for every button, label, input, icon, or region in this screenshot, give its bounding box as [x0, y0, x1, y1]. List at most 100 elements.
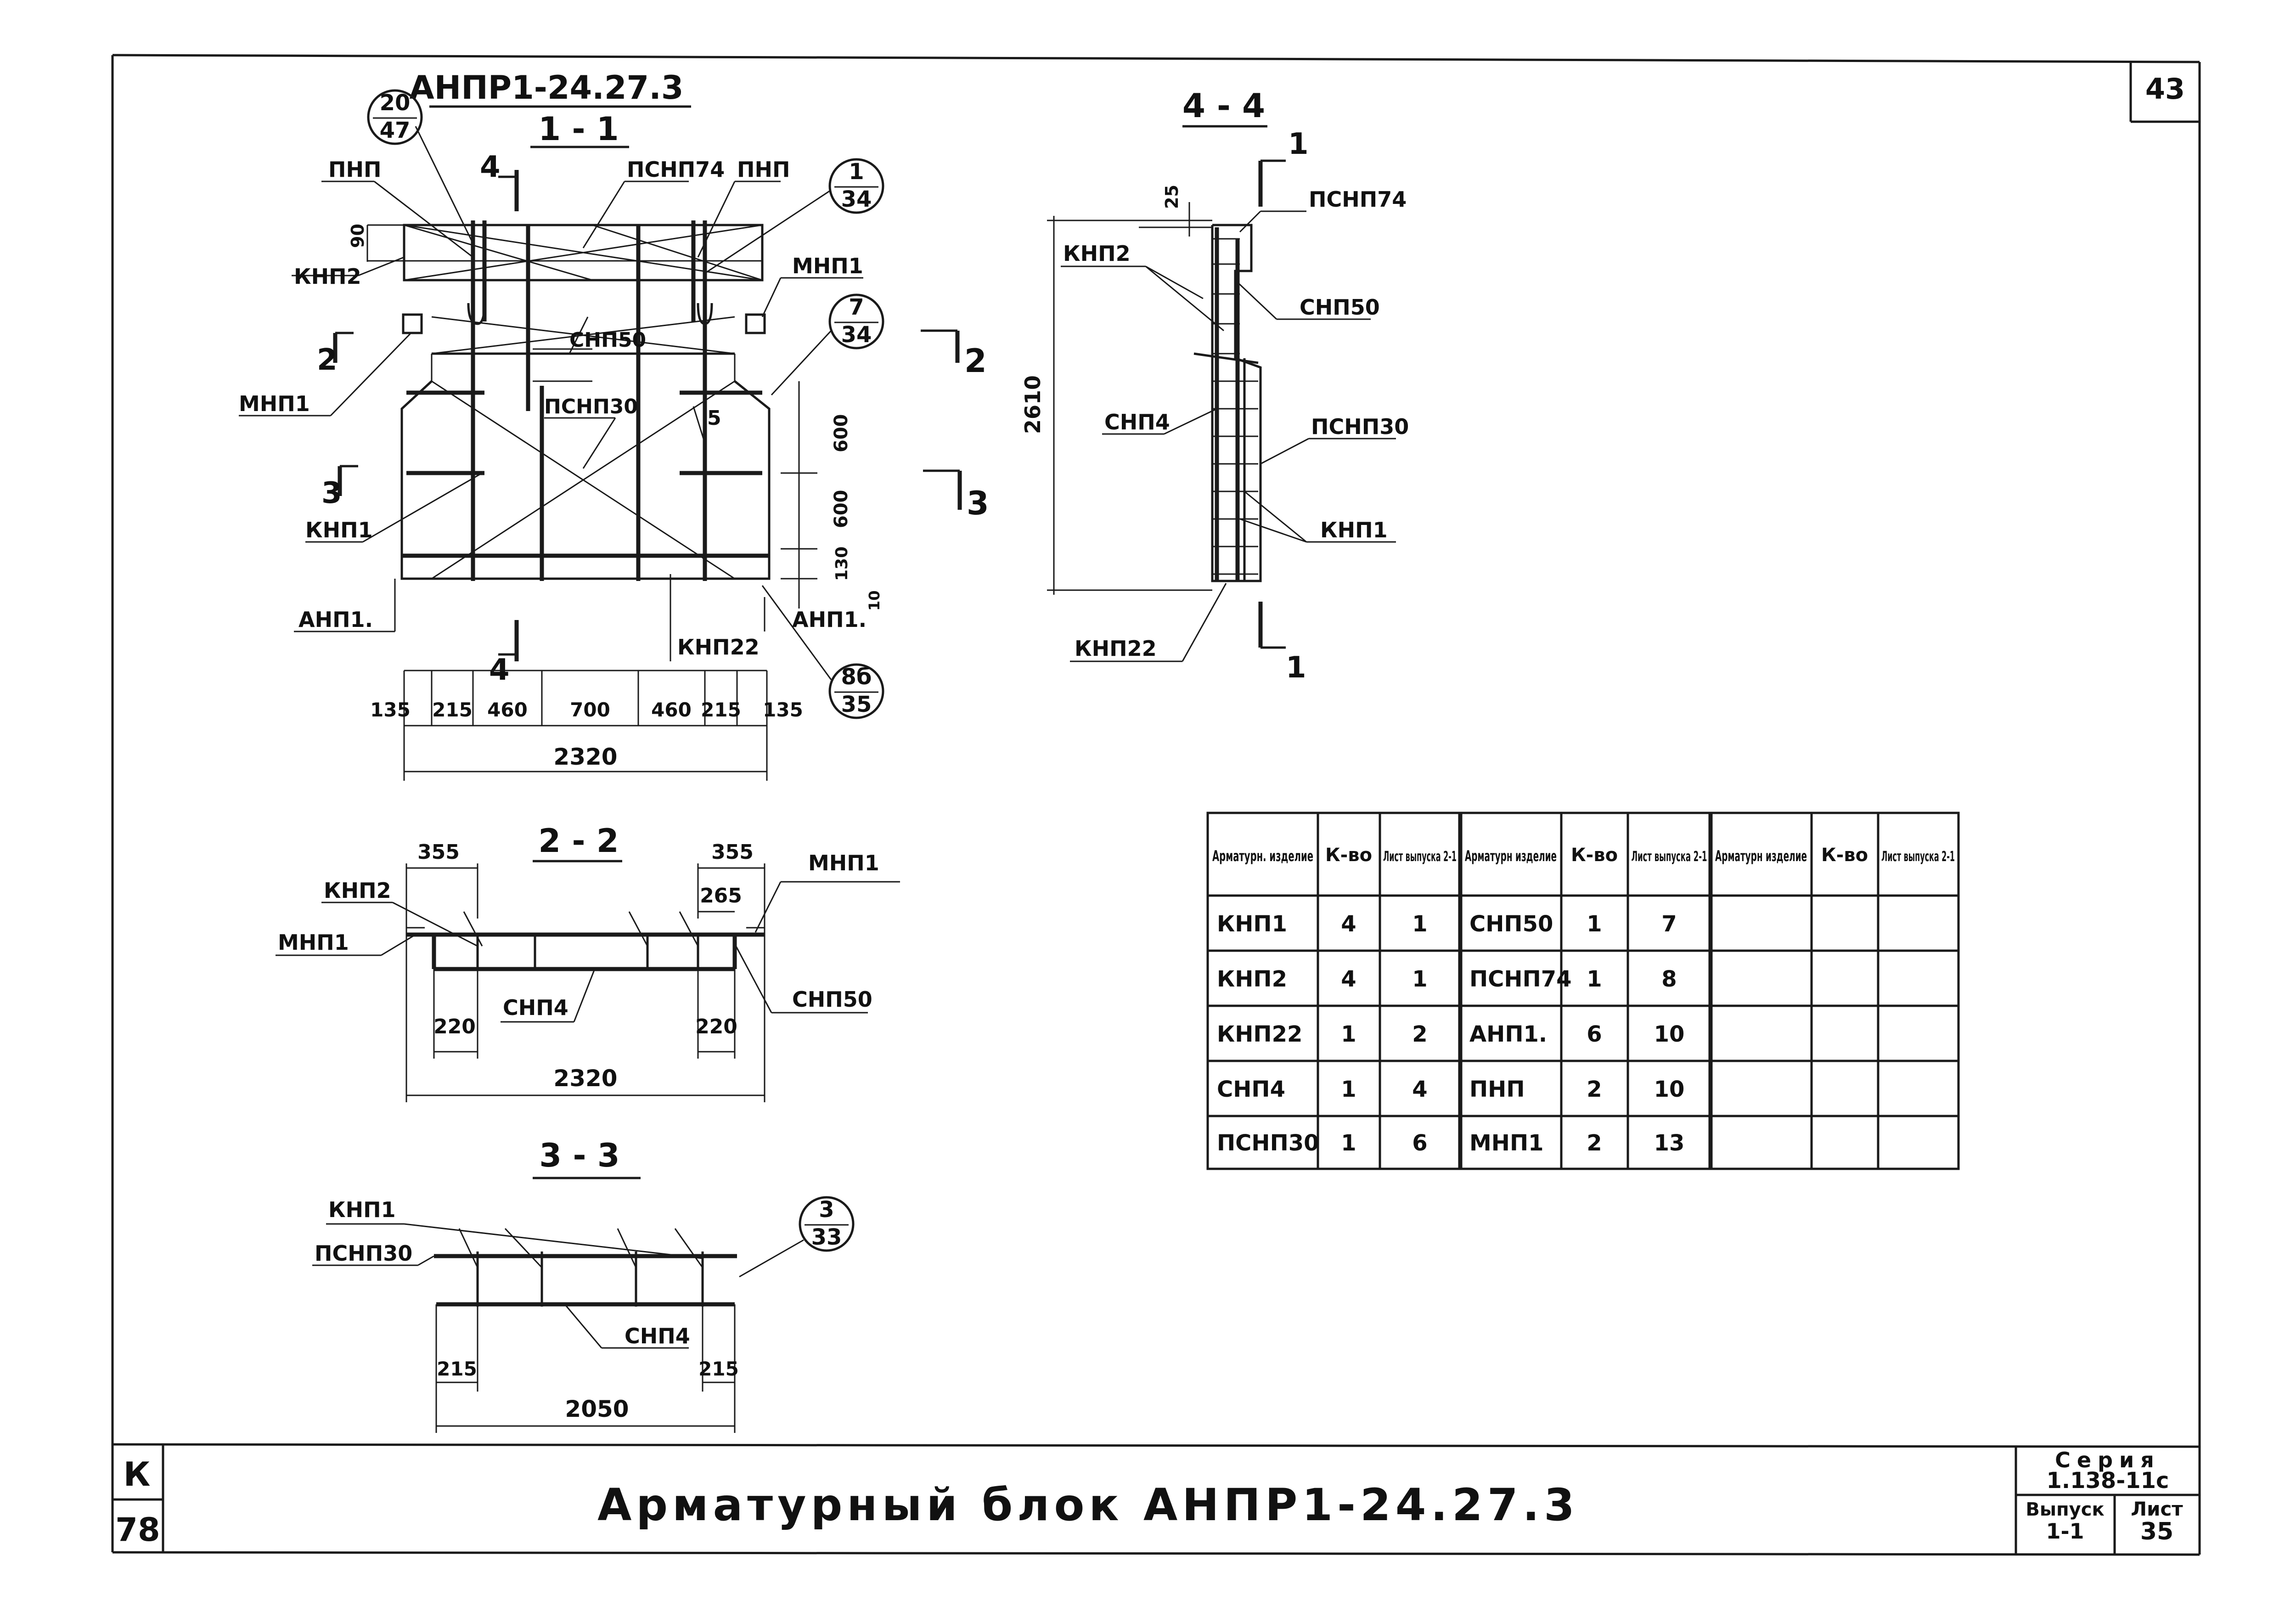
svg-text:20: 20 [380, 90, 411, 116]
view-3-3-section: 3 - 3 [539, 1137, 619, 1174]
svg-text:3: 3 [819, 1197, 834, 1223]
svg-text:4: 4 [1341, 911, 1356, 937]
label-snp4-4-4: СНП4 [1104, 410, 1170, 434]
svg-text:СНП50: СНП50 [1469, 911, 1553, 937]
svg-text:355: 355 [711, 840, 754, 864]
svg-text:135: 135 [370, 699, 411, 721]
view-1-1-leaders: ПНП ПСНП74 ПНП КНП2 МНП1 МНП1 СНП50 ПСНП… [239, 157, 867, 661]
view-1-1-cuts: 4 4 2 2 3 3 [317, 150, 989, 687]
side-letter: К [124, 1455, 151, 1494]
svg-text:34: 34 [841, 186, 872, 212]
callout-7-34: 7 34 [771, 293, 884, 396]
dim-130: 130 [833, 547, 851, 581]
view-1-1-dims: 90 600 600 130 10 5 135 215 460 700 460 … [348, 224, 883, 781]
dim-2050: 2050 [565, 1396, 629, 1422]
svg-text:7: 7 [849, 294, 864, 320]
svg-text:Лист выпуска 2-1: Лист выпуска 2-1 [1881, 849, 1955, 865]
label-knp1: КНП1 [305, 518, 373, 542]
svg-text:КНП1: КНП1 [1217, 911, 1287, 937]
view-4-4-section: 4 - 4 [1182, 86, 1265, 125]
svg-text:КНП2: КНП2 [1217, 966, 1287, 992]
sheet-frame [111, 54, 2201, 1556]
table-row: КНП1 4 1 СНП50 1 7 [1217, 911, 1677, 937]
series-label: Серия [2055, 1448, 2161, 1472]
svg-text:МНП1: МНП1 [1469, 1130, 1544, 1156]
sheet-value: 35 [2140, 1518, 2173, 1545]
cut-3-right: 3 [967, 485, 989, 522]
svg-text:2: 2 [1587, 1130, 1602, 1156]
svg-text:700: 700 [570, 699, 610, 721]
label-mnp1-right: МНП1 [792, 254, 863, 278]
label-knp1-4-4: КНП1 [1320, 518, 1388, 542]
svg-text:215: 215 [701, 699, 741, 721]
svg-text:8б: 8б [841, 664, 872, 690]
series-value: 1.138-11c [2047, 1468, 2169, 1494]
svg-text:1: 1 [849, 159, 864, 185]
dim-10: 10 [866, 590, 883, 611]
svg-text:СНП4: СНП4 [625, 1324, 690, 1348]
svg-text:33: 33 [811, 1224, 842, 1250]
cut-4-top: 4 [480, 150, 501, 184]
view-1-1-heading: АНПР1-24.27.3 [409, 69, 683, 107]
dim-2610: 2610 [1020, 375, 1045, 434]
dim-2320-view-2-2: 2320 [553, 1065, 617, 1092]
label-psnp74: ПСНП74 [627, 157, 725, 182]
svg-text:1: 1 [1341, 1130, 1356, 1156]
svg-text:34: 34 [841, 322, 872, 348]
label-anp1-right: АНП1. [792, 607, 867, 632]
dim-600b: 600 [831, 490, 852, 529]
svg-text:МНП1: МНП1 [278, 930, 349, 955]
callout-8b-35: 8б 35 [761, 585, 884, 719]
view-1-1: АНПР1-24.27.3 1 - 1 [367, 69, 771, 581]
svg-text:2: 2 [1412, 1021, 1427, 1047]
svg-text:6: 6 [1587, 1021, 1602, 1047]
svg-text:КНП1: КНП1 [328, 1197, 396, 1222]
svg-text:1: 1 [1412, 911, 1427, 937]
table-row: КНП2 4 1 ПСНП74 1 8 [1217, 966, 1677, 992]
label-knp22: КНП22 [677, 635, 760, 660]
svg-text:КНП2: КНП2 [324, 878, 391, 903]
table-row: СНП4 1 4 ПНП 2 10 [1217, 1077, 1684, 1102]
svg-text:1: 1 [1341, 1021, 1356, 1047]
cut-2-left: 2 [317, 343, 338, 377]
label-snp50-4-4: СНП50 [1300, 295, 1380, 320]
svg-text:ПНП: ПНП [1469, 1077, 1525, 1102]
label-psnp74-4-4: ПСНП74 [1309, 187, 1407, 212]
view-3-3: 3 - 3 215 215 2050 [434, 1137, 739, 1433]
svg-text:СНП4: СНП4 [1217, 1077, 1285, 1102]
svg-text:1: 1 [1341, 1077, 1356, 1102]
view-1-1-section: 1 - 1 [538, 110, 619, 148]
spec-table [1206, 812, 1960, 1170]
svg-text:13: 13 [1654, 1130, 1685, 1156]
dim-90: 90 [348, 224, 368, 248]
svg-text:МНП1: МНП1 [808, 851, 879, 875]
side-number: 78 [115, 1511, 160, 1549]
svg-text:1: 1 [1587, 911, 1602, 937]
label-knp22-4-4: КНП22 [1075, 636, 1157, 661]
label-knp2: КНП2 [294, 264, 361, 289]
view-2-2-leaders: КНП2 МНП1 МНП1 СНП4 СНП50 [276, 851, 900, 1023]
svg-text:10: 10 [1654, 1077, 1685, 1102]
svg-text:8: 8 [1661, 966, 1677, 992]
dim-25: 25 [1162, 185, 1182, 209]
callout-3-33: 3 33 [739, 1196, 855, 1278]
svg-text:К-во: К-во [1325, 845, 1372, 866]
view-4-4: 4 - 4 1 1 2610 25 [1020, 86, 1309, 685]
svg-text:Арматурн. изделие: Арматурн. изделие [1212, 847, 1313, 865]
svg-text:1: 1 [1412, 966, 1427, 992]
svg-text:215: 215 [698, 1358, 739, 1380]
svg-text:К-во: К-во [1821, 845, 1868, 866]
svg-text:ПСНП30: ПСНП30 [1217, 1130, 1319, 1156]
svg-text:460: 460 [651, 699, 692, 721]
callout-1-34: 1 34 [704, 158, 884, 274]
svg-text:ПСНП74: ПСНП74 [1469, 966, 1572, 992]
svg-text:215: 215 [432, 699, 473, 721]
svg-text:СНП4: СНП4 [503, 995, 568, 1020]
label-knp2-4-4: КНП2 [1063, 241, 1131, 266]
cut-2-right: 2 [964, 342, 987, 380]
view-4-4-leaders: ПСНП74 КНП2 СНП50 СНП4 ПСНП30 КНП1 КНП22 [1061, 187, 1409, 662]
svg-text:КНП22: КНП22 [1217, 1021, 1302, 1047]
label-snp50: СНП50 [569, 328, 646, 352]
svg-text:215: 215 [437, 1358, 477, 1380]
label-anp1-left: АНП1. [298, 607, 373, 632]
